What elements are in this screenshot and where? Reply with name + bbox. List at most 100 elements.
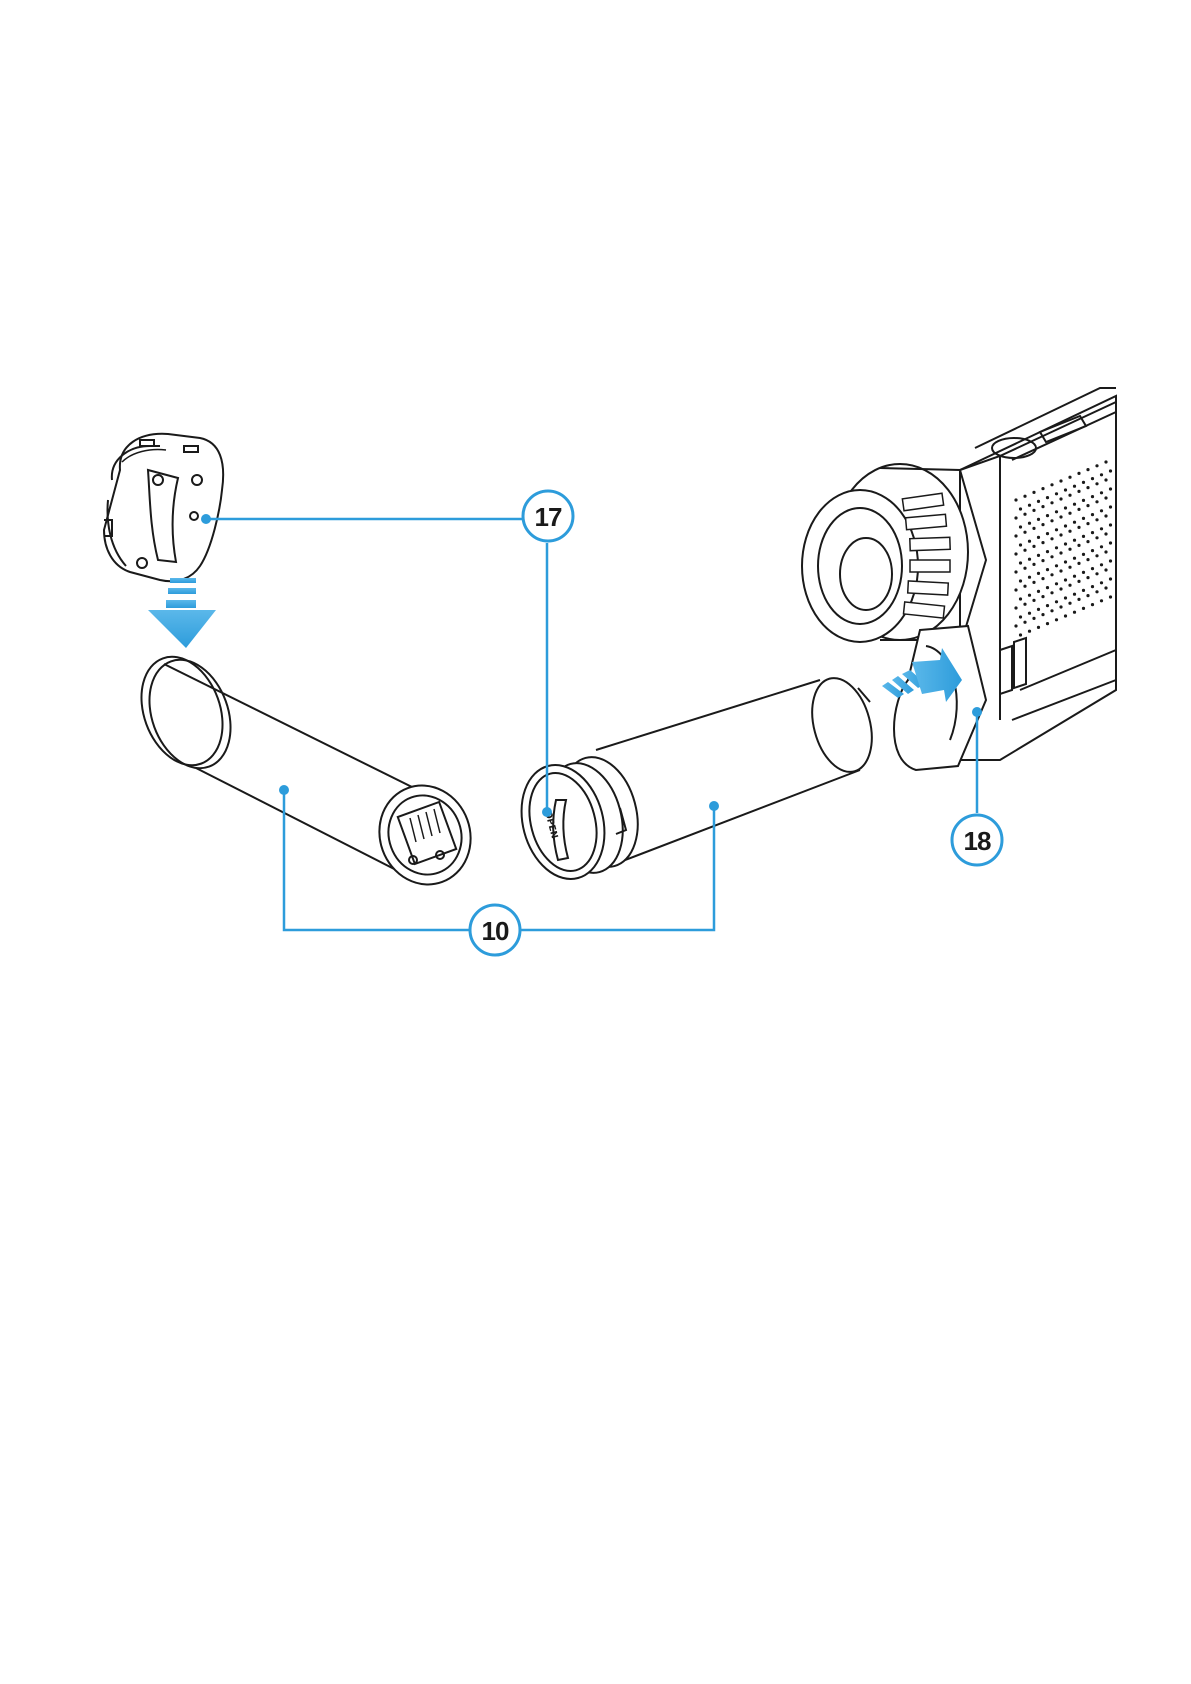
speaker-hole (1046, 622, 1049, 625)
speaker-hole (1082, 517, 1085, 520)
speaker-hole (1091, 603, 1094, 606)
speaker-hole (1064, 542, 1067, 545)
speaker-hole (1086, 522, 1089, 525)
battery-cover-drawing (104, 434, 223, 581)
speaker-hole (1073, 611, 1076, 614)
speaker-hole (1073, 575, 1076, 578)
callout-18-label: 18 (964, 826, 991, 856)
speaker-hole (1100, 491, 1103, 494)
speaker-hole (1104, 496, 1107, 499)
speaker-hole (1032, 617, 1035, 620)
speaker-hole (1073, 503, 1076, 506)
speaker-hole (1014, 552, 1017, 555)
speaker-hole (1095, 518, 1098, 521)
speaker-hole (1041, 595, 1044, 598)
speaker-hole (1109, 541, 1112, 544)
speaker-hole (1037, 518, 1040, 521)
speaker-hole (1059, 551, 1062, 554)
speaker-hole (1041, 559, 1044, 562)
speaker-hole (1091, 567, 1094, 570)
speaker-hole (1077, 490, 1080, 493)
speaker-hole (1100, 545, 1103, 548)
speaker-hole (1028, 630, 1031, 633)
speaker-hole (1014, 516, 1017, 519)
speaker-hole (1086, 504, 1089, 507)
speaker-hole (1050, 483, 1053, 486)
speaker-hole (1086, 486, 1089, 489)
speaker-hole (1104, 532, 1107, 535)
speaker-hole (1086, 576, 1089, 579)
speaker-hole (1064, 578, 1067, 581)
speaker-hole (1019, 633, 1022, 636)
speaker-hole (1046, 496, 1049, 499)
speaker-hole (1037, 590, 1040, 593)
speaker-hole (1068, 494, 1071, 497)
speaker-hole (1023, 585, 1026, 588)
speaker-hole (1019, 579, 1022, 582)
speaker-hole (1019, 561, 1022, 564)
speaker-hole (1028, 504, 1031, 507)
speaker-hole (1023, 531, 1026, 534)
speaker-hole (1104, 568, 1107, 571)
speaker-hole (1104, 514, 1107, 517)
speaker-hole (1064, 524, 1067, 527)
speaker-hole (1109, 505, 1112, 508)
speaker-hole (1064, 596, 1067, 599)
speaker-hole (1095, 572, 1098, 575)
speaker-hole (1028, 522, 1031, 525)
down-arrow-icon (148, 578, 216, 648)
speaker-hole (1104, 460, 1107, 463)
speaker-hole (1095, 554, 1098, 557)
speaker-hole (1059, 497, 1062, 500)
speaker-hole (1023, 621, 1026, 624)
speaker-hole (1082, 553, 1085, 556)
speaker-hole (1032, 527, 1035, 530)
speaker-hole (1086, 594, 1089, 597)
speaker-hole (1032, 563, 1035, 566)
speaker-hole (1082, 535, 1085, 538)
callout-10: 10 (470, 905, 520, 955)
speaker-hole (1041, 487, 1044, 490)
speaker-hole (1028, 558, 1031, 561)
speaker-hole (1023, 513, 1026, 516)
speaker-hole (1091, 495, 1094, 498)
speaker-hole (1095, 482, 1098, 485)
speaker-hole (1100, 509, 1103, 512)
speaker-hole (1086, 540, 1089, 543)
speaker-hole (1059, 569, 1062, 572)
speaker-hole (1050, 555, 1053, 558)
speaker-hole (1109, 469, 1112, 472)
speaker-hole (1019, 615, 1022, 618)
speaker-hole (1037, 500, 1040, 503)
speaker-hole (1014, 606, 1017, 609)
speaker-hole (1073, 521, 1076, 524)
speaker-hole (1055, 564, 1058, 567)
speaker-hole (1064, 560, 1067, 563)
speaker-hole (1046, 514, 1049, 517)
speaker-hole (1091, 477, 1094, 480)
speaker-hole (1109, 487, 1112, 490)
speaker-hole (1104, 478, 1107, 481)
speaker-hole (1014, 534, 1017, 537)
speaker-hole (1037, 536, 1040, 539)
callout-17-label: 17 (535, 502, 562, 532)
speaker-hole (1028, 576, 1031, 579)
speaker-hole (1077, 544, 1080, 547)
speaker-hole (1077, 526, 1080, 529)
speaker-hole (1041, 505, 1044, 508)
speaker-hole (1014, 588, 1017, 591)
speaker-hole (1032, 581, 1035, 584)
speaker-hole (1019, 525, 1022, 528)
speaker-hole (1028, 540, 1031, 543)
speaker-hole (1082, 499, 1085, 502)
speaker-hole (1055, 582, 1058, 585)
speaker-hole (1059, 587, 1062, 590)
speaker-hole (1037, 626, 1040, 629)
speaker-hole (1109, 559, 1112, 562)
callout-10-label: 10 (482, 916, 509, 946)
speaker-hole (1041, 523, 1044, 526)
speaker-hole (1100, 527, 1103, 530)
speaker-hole (1064, 488, 1067, 491)
speaker-hole (1014, 498, 1017, 501)
